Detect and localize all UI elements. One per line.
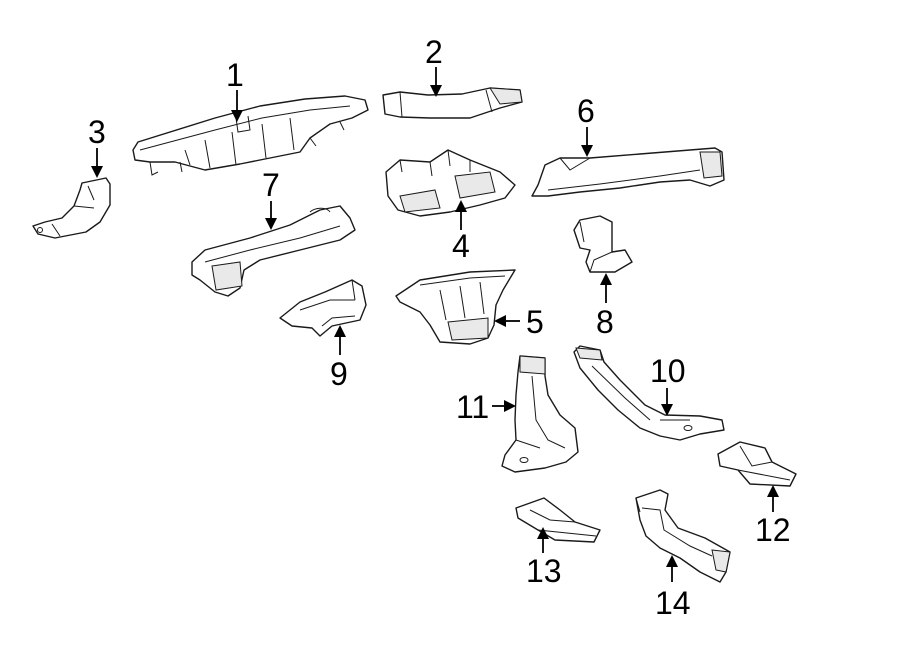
part-7-duct xyxy=(191,205,356,297)
callout-10-label: 10 xyxy=(650,353,686,389)
arrowhead-13 xyxy=(537,527,549,539)
part-10-duct xyxy=(573,345,725,441)
part-8-vent xyxy=(573,215,633,273)
part-11-duct xyxy=(501,355,579,473)
callout-12: 12 xyxy=(755,485,791,548)
callout-3-label: 3 xyxy=(88,114,106,150)
callout-4: 4 xyxy=(452,200,470,264)
callout-2: 2 xyxy=(425,34,443,97)
part-9-bracket xyxy=(279,279,367,337)
part-12-duct xyxy=(717,441,797,487)
callout-5-label: 5 xyxy=(526,304,544,340)
callout-6: 6 xyxy=(577,93,595,157)
callout-10: 10 xyxy=(650,353,686,416)
part-6-duct xyxy=(531,147,725,197)
arrowhead-7 xyxy=(265,218,277,230)
arrowhead-8 xyxy=(600,273,612,285)
arrowhead-4 xyxy=(455,200,467,212)
part-14-duct xyxy=(635,489,731,583)
callout-7: 7 xyxy=(262,167,280,230)
arrowhead-11 xyxy=(504,400,516,412)
part-1-duct xyxy=(132,95,369,176)
callout-11: 11 xyxy=(456,389,516,425)
callout-8: 8 xyxy=(596,273,614,340)
part-4-vent-housing xyxy=(385,149,516,217)
callout-2-label: 2 xyxy=(425,34,443,70)
part-5-box-duct xyxy=(395,269,516,345)
arrowhead-5 xyxy=(494,315,506,327)
arrowhead-12 xyxy=(767,485,779,497)
callout-6-label: 6 xyxy=(577,93,595,129)
part-13-duct xyxy=(515,497,601,543)
callout-9: 9 xyxy=(330,325,348,392)
callout-1: 1 xyxy=(226,57,244,122)
part-3-duct xyxy=(32,177,111,239)
arrowhead-14 xyxy=(666,555,678,567)
part-2-duct xyxy=(382,87,523,119)
callout-9-label: 9 xyxy=(330,356,348,392)
callout-11-label: 11 xyxy=(456,389,489,425)
arrowhead-1 xyxy=(231,110,243,122)
callout-3: 3 xyxy=(88,114,106,178)
callout-4-label: 4 xyxy=(452,228,470,264)
arrowhead-9 xyxy=(334,325,346,337)
callout-14: 14 xyxy=(655,555,691,621)
arrowhead-6 xyxy=(581,145,593,157)
callout-13: 13 xyxy=(526,527,562,589)
callout-8-label: 8 xyxy=(596,304,614,340)
callout-12-label: 12 xyxy=(755,512,791,548)
arrowhead-3 xyxy=(91,166,103,178)
callout-13-label: 13 xyxy=(526,553,562,589)
callout-14-label: 14 xyxy=(655,585,691,621)
arrowhead-2 xyxy=(430,85,442,97)
callout-1-label: 1 xyxy=(226,57,244,93)
callout-5: 5 xyxy=(494,304,544,340)
arrowhead-10 xyxy=(661,404,673,416)
callout-7-label: 7 xyxy=(262,167,280,203)
